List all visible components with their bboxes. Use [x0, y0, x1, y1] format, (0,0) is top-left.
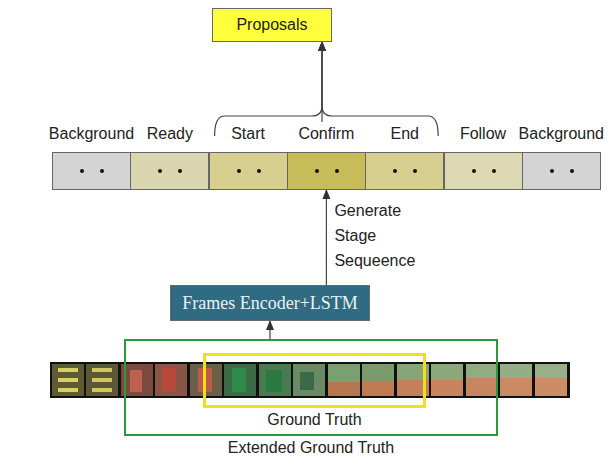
stage-label: Confirm	[298, 124, 354, 144]
stage-dot	[257, 169, 261, 173]
stage-dot	[100, 169, 104, 173]
stage-rect	[287, 152, 366, 190]
ground-truth-box: Ground Truth	[203, 353, 426, 408]
stage-dot	[492, 169, 496, 173]
stage-cell: Background	[522, 124, 601, 190]
stage-label: Ready	[147, 124, 193, 144]
proposal-box: Proposals	[212, 8, 332, 42]
stage-dot	[178, 169, 182, 173]
stage-dot	[335, 169, 339, 173]
stage-dot	[413, 169, 417, 173]
stage-dot	[393, 169, 397, 173]
stage-dot	[472, 169, 476, 173]
stage-cell: Confirm	[287, 124, 366, 190]
stage-cell: Follow	[444, 124, 523, 190]
frame-label: Ground Truth	[267, 411, 361, 429]
stage-rect	[444, 152, 523, 190]
stage-label: End	[390, 124, 418, 144]
stage-dot	[550, 169, 554, 173]
box-text: Proposals	[236, 16, 307, 34]
arrow-connector	[326, 190, 327, 285]
frame-label: Extended Ground Truth	[228, 439, 394, 457]
stage-dot	[80, 169, 84, 173]
stage-label: Background	[49, 124, 134, 144]
extended-ground-truth-box: Extended Ground TruthGround Truth	[124, 339, 498, 436]
stage-rect	[130, 152, 209, 190]
arrow-connector	[269, 321, 270, 339]
stage-label: Background	[519, 124, 604, 144]
stage-label: Start	[231, 124, 265, 144]
edge-label: Generate Stage Sequeence	[334, 198, 415, 273]
brace-connector	[322, 42, 438, 136]
stage-label: Follow	[460, 124, 506, 144]
box-text: Frames Encoder+LSTM	[182, 293, 358, 314]
stage-dot	[315, 169, 319, 173]
stage-rect	[365, 152, 444, 190]
stage-rect	[522, 152, 601, 190]
stage-cell: Start	[209, 124, 288, 190]
stage-cell: End	[365, 124, 444, 190]
stage-rect	[209, 152, 288, 190]
stage-cell: Background	[52, 124, 131, 190]
stage-dot	[237, 169, 241, 173]
stage-dot	[158, 169, 162, 173]
stage-cell: Ready	[130, 124, 209, 190]
stage-rect	[52, 152, 131, 190]
encoder-box: Frames Encoder+LSTM	[170, 285, 370, 321]
stage-dot	[570, 169, 574, 173]
brace-connector	[215, 42, 322, 136]
